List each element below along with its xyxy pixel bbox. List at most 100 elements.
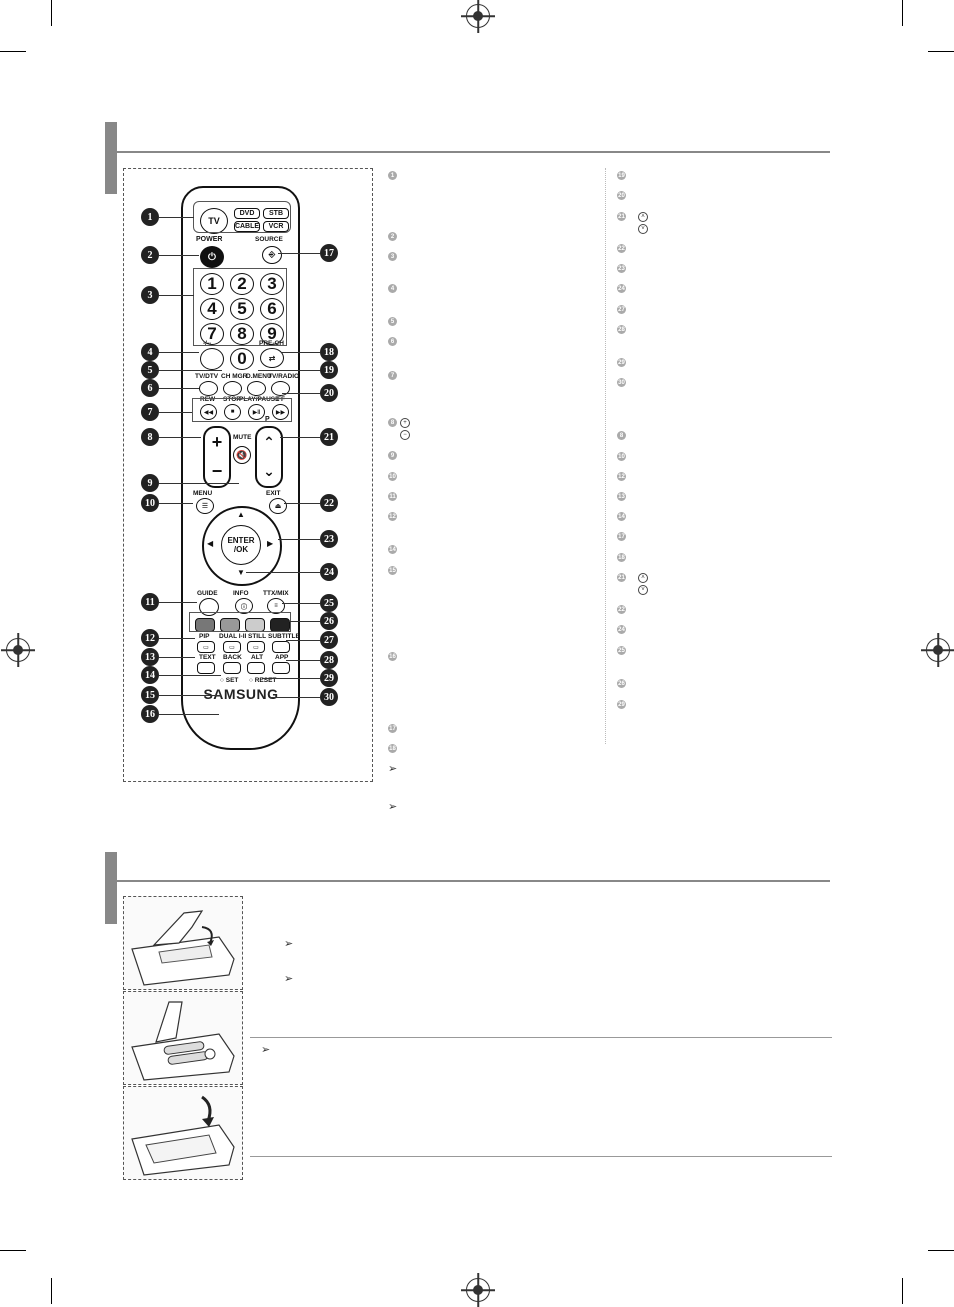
battery-cover-open-drawing <box>131 910 235 986</box>
digit-5-button[interactable]: 5 <box>230 298 254 320</box>
stb-mode-button[interactable]: STB <box>263 208 289 219</box>
digit-7-button[interactable]: 7 <box>200 323 224 345</box>
volume-rocker[interactable]: + − <box>203 426 231 488</box>
dualmi-button[interactable]: ▭ <box>223 641 241 653</box>
still-button[interactable]: ▭ <box>247 641 265 653</box>
mute-button[interactable]: 🔇 <box>233 446 251 464</box>
leader-line <box>286 640 320 642</box>
callout-3: 3 <box>141 286 159 304</box>
back-label: BACK <box>223 654 242 661</box>
back-button[interactable] <box>223 662 241 674</box>
list-marker: 30 <box>617 378 626 387</box>
text-button[interactable] <box>197 662 215 674</box>
callout-5: 5 <box>141 361 159 379</box>
digit-1-button[interactable]: 1 <box>200 273 224 295</box>
list-marker: 13 <box>617 492 626 501</box>
leader-line <box>280 437 320 439</box>
chmgr-button[interactable] <box>223 381 242 396</box>
callout-2: 2 <box>141 246 159 264</box>
exit-button[interactable]: ⏏ <box>269 498 287 514</box>
battery-insert-illustration <box>123 991 243 1085</box>
callout-13: 13 <box>141 648 159 666</box>
channel-up-icon: ˄ <box>638 573 648 583</box>
alt-button[interactable] <box>247 662 265 674</box>
text-label: TEXT <box>199 654 216 661</box>
mode-group-outline <box>193 201 291 233</box>
battery-cover-close-illustration <box>123 1086 243 1180</box>
crop-mark <box>0 51 26 52</box>
enter-label: ENTER <box>227 536 255 545</box>
list-marker: 2 <box>388 232 397 241</box>
battery-insert-drawing <box>131 1001 235 1081</box>
vcr-mode-button[interactable]: VCR <box>263 221 289 232</box>
ff-label: FF <box>277 396 285 403</box>
tvradio-button[interactable] <box>271 381 290 396</box>
tv-mode-button[interactable]: TV <box>200 208 228 234</box>
dash-button[interactable] <box>200 348 224 370</box>
leader-line <box>246 572 320 574</box>
list-marker: 25 <box>617 646 626 655</box>
crop-mark <box>0 1250 26 1251</box>
leader-line <box>159 295 194 297</box>
digit-4-button[interactable]: 4 <box>200 298 224 320</box>
numpad-group-outline <box>193 268 287 346</box>
channel-rocker[interactable]: ⌃ ⌄ <box>255 426 283 488</box>
leader-line <box>262 678 320 680</box>
nav-right-icon[interactable]: ▶ <box>267 539 274 548</box>
list-marker: 22 <box>617 244 626 253</box>
ttxmix-button[interactable]: ≡ <box>267 598 285 614</box>
rew-button[interactable]: ◀◀ <box>200 404 217 420</box>
digit-0-button[interactable]: 0 <box>230 348 254 370</box>
pip-button[interactable]: ▭ <box>197 641 215 653</box>
still-label: STILL <box>248 633 267 640</box>
leader-line <box>258 370 320 372</box>
note-arrow-icon: ➢ <box>261 1044 271 1056</box>
leader-line <box>159 483 239 485</box>
list-marker: 11 <box>388 492 397 501</box>
cable-mode-button[interactable]: CABLE <box>234 221 260 232</box>
prech-button[interactable]: ⇄ <box>260 348 284 368</box>
digit-3-button[interactable]: 3 <box>260 273 284 295</box>
menu-button[interactable]: ☰ <box>196 498 214 514</box>
info-button[interactable]: ⓘ <box>235 598 253 614</box>
list-marker: 16 <box>388 652 397 661</box>
channel-down-icon: ˅ <box>638 585 648 595</box>
callout-26: 26 <box>320 612 338 630</box>
power-label: POWER <box>196 236 223 243</box>
leader-line <box>159 437 201 439</box>
registration-mark-icon <box>6 638 30 662</box>
source-button[interactable]: ⎆ <box>262 246 282 264</box>
ff-button[interactable]: ▶▶ <box>272 404 289 420</box>
digit-2-button[interactable]: 2 <box>230 273 254 295</box>
stop-button[interactable]: ■ <box>224 404 241 420</box>
nav-down-icon[interactable]: ▼ <box>237 568 245 577</box>
tvdtv-button[interactable] <box>199 381 218 396</box>
callout-28: 28 <box>320 651 338 669</box>
digit-6-button[interactable]: 6 <box>260 298 284 320</box>
app-button[interactable] <box>272 662 290 674</box>
volume-up-icon: + <box>211 432 223 452</box>
rew-label: REW <box>200 396 216 403</box>
crop-mark <box>928 51 954 52</box>
callout-10: 10 <box>141 494 159 512</box>
playpause-button[interactable]: ▶‖ <box>248 404 265 420</box>
source-label: SOURCE <box>255 236 283 243</box>
nav-left-icon[interactable]: ◀ <box>207 539 214 548</box>
power-button[interactable]: ⏻ <box>200 246 224 268</box>
list-marker: 29 <box>617 358 626 367</box>
callout-6: 6 <box>141 379 159 397</box>
nav-up-icon[interactable]: ▲ <box>237 510 245 519</box>
subtitle-button[interactable] <box>272 641 290 653</box>
list-marker: 1 <box>388 171 397 180</box>
dmenu-button[interactable] <box>247 381 266 396</box>
dvd-mode-button[interactable]: DVD <box>234 208 260 219</box>
digit-8-button[interactable]: 8 <box>230 323 254 345</box>
exit-label: EXIT <box>266 490 281 497</box>
stop-label: STOP <box>223 396 241 403</box>
channel-down-icon: ⌄ <box>263 463 275 479</box>
list-marker: 24 <box>617 284 626 293</box>
guide-button[interactable] <box>199 598 219 616</box>
callout-9: 9 <box>141 474 159 492</box>
digit-9-button[interactable]: 9 <box>260 323 284 345</box>
enter-ok-button[interactable]: ENTER /OK <box>221 525 261 565</box>
